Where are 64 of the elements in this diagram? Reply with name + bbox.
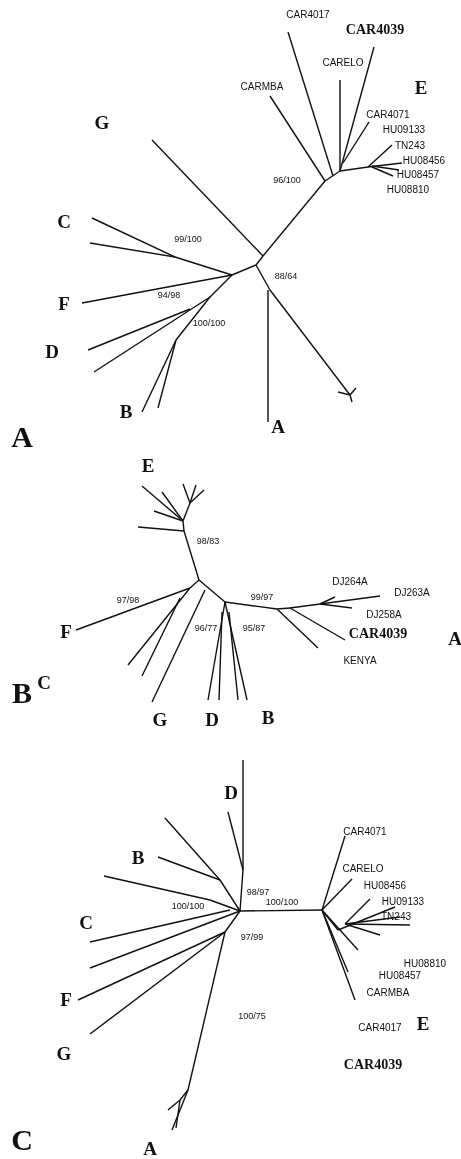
taxon-label: KENYA [343,654,377,666]
clade-letter: B [261,707,275,729]
clade-letter: A [143,1138,157,1159]
taxon-label: CAR4039 [343,1057,403,1073]
clade-letter: E [416,1013,430,1035]
bootstrap-value: 98/97 [246,887,270,897]
taxon-label: HU08456 [363,879,407,891]
clade-letter: A [271,416,285,438]
taxon-label: HU08456 [402,154,446,166]
clade-letter: G [152,709,168,731]
clade-letter: F [60,621,72,643]
bootstrap-value: 94/98 [157,290,181,300]
taxon-label: HU08457 [396,168,440,180]
clade-letter: G [56,1043,72,1065]
clade-letter: D [205,709,219,731]
taxon-label: CARELO [322,56,364,68]
bootstrap-value: 97/98 [116,595,140,605]
taxon-label: HU08810 [386,183,430,195]
taxon-label: DJ258A [366,608,402,620]
panel-letter: C [11,1123,33,1157]
clade-letter: D [45,341,59,363]
panel-letter: B [12,676,32,710]
clade-letter: C [37,672,51,694]
bootstrap-value: 99/97 [250,592,274,602]
taxon-label: CAR4039 [348,626,408,642]
taxon-label: CARMBA [366,986,410,998]
bootstrap-value: 95/87 [242,623,266,633]
taxon-label: HU09133 [382,123,426,135]
taxon-label: HU08457 [378,969,422,981]
taxon-label: DJ263A [394,586,430,598]
clade-letter: G [94,112,110,134]
bootstrap-value: 100/100 [265,897,299,907]
taxon-label: CAR4039 [345,22,405,38]
taxon-label: CAR4017 [358,1021,402,1033]
taxon-label: CARMBA [240,80,284,92]
clade-letter: A [448,628,461,650]
bootstrap-value: 88/64 [274,271,298,281]
clade-letter: F [58,293,70,315]
taxon-label: DJ264A [332,575,368,587]
clade-letter: D [224,782,238,804]
taxon-label: HU08810 [403,957,447,969]
clade-letter: B [131,847,145,869]
bootstrap-value: 96/77 [194,623,218,633]
bootstrap-value: 100/100 [171,901,205,911]
taxon-label: TN243 [381,910,411,922]
bootstrap-value: 98/83 [196,536,220,546]
clade-letter: C [79,912,93,934]
bootstrap-value: 97/99 [240,932,264,942]
clade-letter: E [414,77,428,99]
taxon-label: CAR4071 [343,825,387,837]
taxon-label: HU09133 [381,895,425,907]
taxon-label: CARELO [342,862,384,874]
taxon-label: CAR4017 [286,8,330,20]
clade-letter: B [119,401,133,423]
bootstrap-value: 99/100 [174,234,202,244]
bootstrap-value: 100/75 [238,1011,266,1021]
clade-letter: F [60,989,72,1011]
clade-letter: C [57,211,71,233]
taxon-label: TN243 [395,139,425,151]
bootstrap-value: 100/100 [192,318,226,328]
panel-letter: A [11,420,33,454]
taxon-label: CAR4071 [366,108,410,120]
bootstrap-value: 96/100 [273,175,301,185]
clade-letter: E [141,455,155,477]
